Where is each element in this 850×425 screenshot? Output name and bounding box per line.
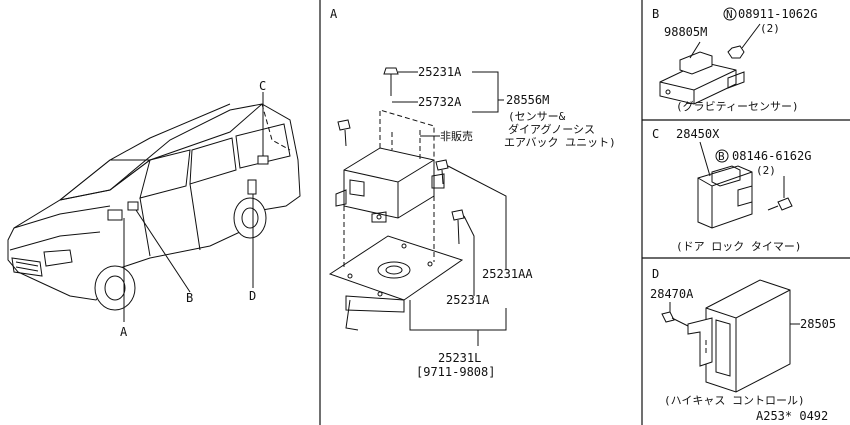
label-nut-qty: (2) [760, 22, 780, 35]
bolt-symbol: B [718, 150, 725, 163]
label-timer-caption: (ドア ロック タイマー) [676, 240, 802, 253]
diagram-code: A253* 0492 [756, 409, 828, 423]
vehicle-illustration [7, 103, 301, 311]
hicas-bolt [661, 311, 689, 327]
label-sensor-part: 98805M [664, 25, 707, 39]
label-d-bracket-part: 28470A [650, 287, 694, 301]
label-bolt-top: 25231A [418, 65, 462, 79]
nut-symbol-circle [723, 7, 737, 21]
label-sensor-caption: (グラビティーセンサー) [676, 99, 799, 113]
callout-d: D [249, 289, 256, 303]
door-lock-timer [697, 165, 753, 229]
panel-a-letter: A [330, 7, 338, 21]
label-d-unit-part: 28505 [800, 317, 836, 331]
nut-symbol: N [726, 8, 733, 21]
callout-b: B [186, 291, 193, 305]
label-bracket-part: 25231L [438, 351, 481, 365]
panel-d-letter: D [652, 267, 659, 281]
label-unit-part: 28556M [506, 93, 549, 107]
label-bolt-part: 08146-6162G [732, 149, 811, 163]
label-unit-name-3: エアバック ユニット) [504, 136, 616, 149]
bolt-top [383, 67, 399, 96]
bolt-left [337, 119, 351, 147]
label-bolt-mid: 25732A [418, 95, 462, 109]
panel-b-letter: B [652, 7, 659, 21]
bolt-lower [451, 209, 465, 245]
leader-b [135, 209, 191, 293]
timer-bolt [767, 197, 793, 211]
label-bolt-lower: 25231A [446, 293, 490, 307]
bolt-right [435, 159, 449, 185]
callout-a: A [120, 325, 128, 339]
sensor-nut [727, 45, 745, 59]
label-not-sold: 非販売 [440, 130, 473, 143]
gravity-sensor [659, 51, 745, 105]
hicas-control-unit [705, 279, 791, 393]
label-bolt-right: 25231AA [482, 267, 533, 281]
label-bolt-qty: (2) [756, 164, 776, 177]
panel-c-letter: C [652, 127, 659, 141]
label-unit-name-1: (センサー& [508, 110, 566, 123]
label-timer-part: 28450X [676, 127, 720, 141]
label-unit-name-2: ダイアグノーシス [508, 122, 595, 136]
hicas-bracket [687, 317, 713, 367]
airbag-sensor-unit [335, 147, 445, 223]
label-hicas-caption: (ハイキャス コントロール) [664, 394, 805, 407]
callout-c: C [259, 79, 266, 93]
mounting-bracket [328, 235, 464, 331]
bolt-symbol-circle [715, 149, 729, 163]
label-nut-part: 08911-1062G [738, 7, 817, 21]
label-bracket-period: [9711-9808] [416, 365, 495, 379]
